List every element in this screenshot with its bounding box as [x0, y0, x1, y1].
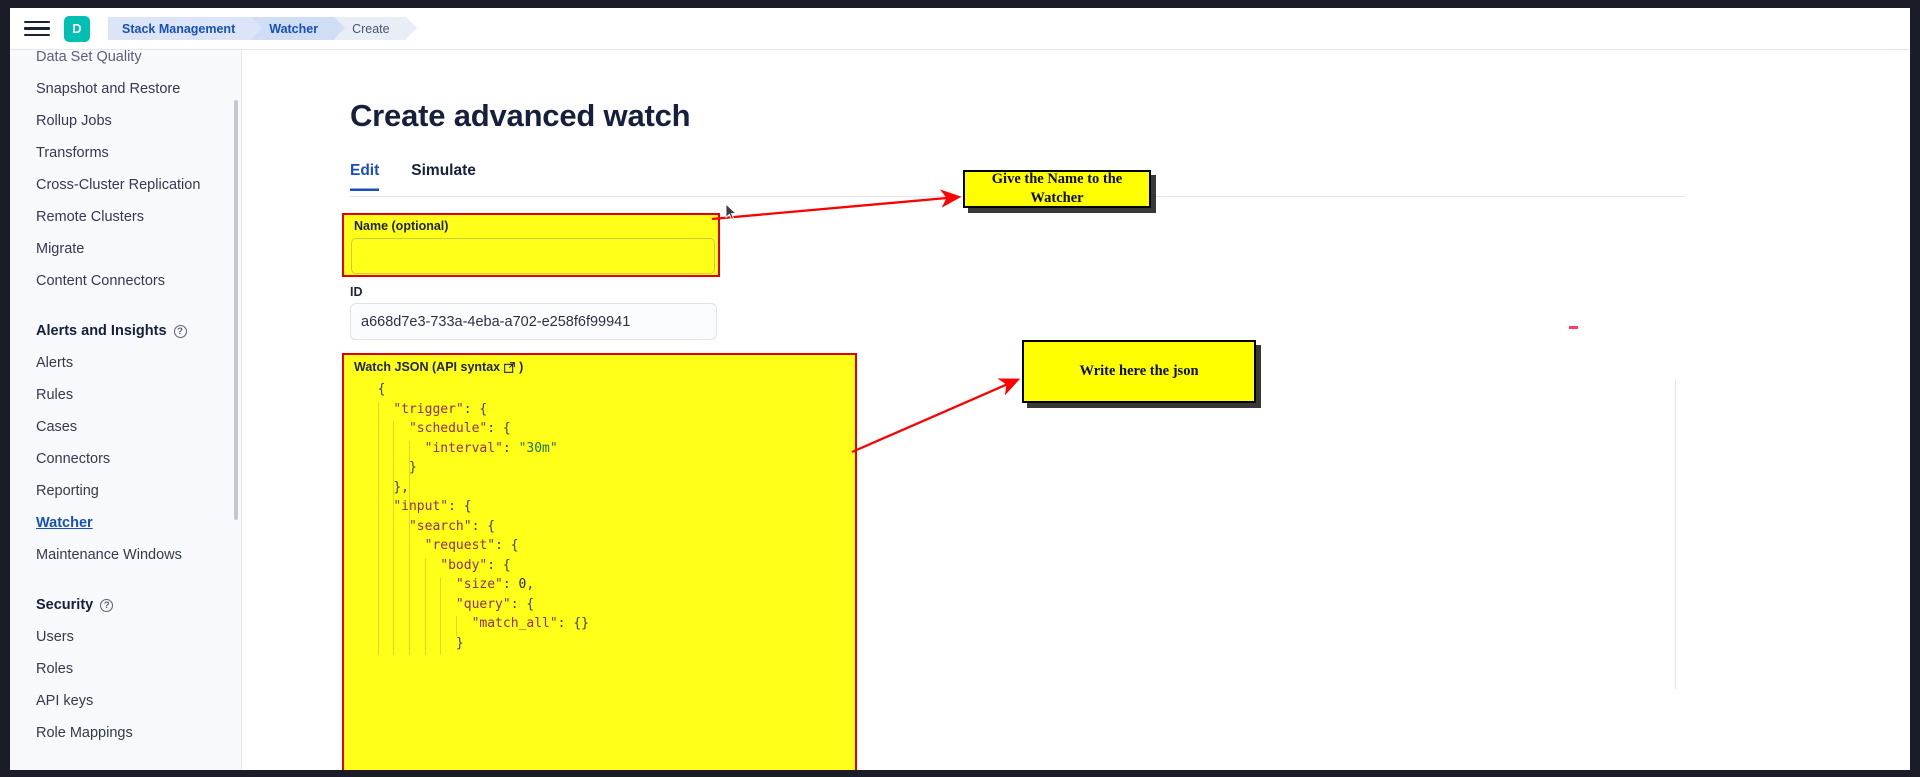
code-indent-guide	[408, 440, 410, 655]
code-line: "input": {	[393, 499, 472, 514]
mouse-cursor	[725, 203, 737, 220]
panel-edge	[1675, 380, 1676, 689]
sidebar-item-content-connectors[interactable]: Content Connectors	[36, 273, 165, 289]
main-content: Create advanced watch Edit Simulate Name…	[243, 50, 1910, 770]
sidebar-scrollbar[interactable]	[234, 100, 238, 520]
page-title: Create advanced watch	[350, 98, 691, 133]
sidebar-item-migrate[interactable]: Migrate	[36, 241, 85, 257]
id-input[interactable]: a668d7e3-733a-4eba-a702-e258f6f99941	[350, 303, 717, 340]
name-input[interactable]	[351, 238, 715, 274]
breadcrumb-item-create[interactable]: Create	[334, 17, 417, 40]
sidebar-section-alerts-and-insights: Alerts and Insights ?	[10, 297, 241, 347]
sidebar-item-remote-clusters[interactable]: Remote Clusters	[36, 209, 144, 225]
sidebar-item-watcher[interactable]: Watcher	[36, 515, 93, 531]
code-indent-guide	[440, 577, 442, 655]
question-circle-icon[interactable]: ?	[173, 324, 187, 338]
hamburger-menu-icon[interactable]	[24, 18, 50, 40]
sidebar-item-role-mappings[interactable]: Role Mappings	[36, 725, 133, 741]
code-line: "size": 0,	[455, 577, 535, 592]
tab-simulate[interactable]: Simulate	[411, 162, 476, 179]
question-circle-icon[interactable]: ?	[100, 598, 114, 612]
watch-json-group-highlight: Watch JSON (API syntax ) { "trigger": { …	[342, 353, 857, 770]
code-line: "schedule": {	[408, 421, 511, 436]
code-line: "trigger": {	[393, 401, 488, 417]
breadcrumb-item-stack-management[interactable]: Stack Management	[108, 17, 263, 40]
breadcrumb: Stack Management Watcher Create	[108, 17, 417, 40]
code-line: "request": {	[424, 538, 519, 553]
sidebar-item-rules[interactable]: Rules	[36, 387, 74, 403]
code-line: "match_all": {}	[471, 616, 589, 631]
code-indent-guide	[424, 557, 426, 655]
sidebar-item-snapshot-and-restore[interactable]: Snapshot and Restore	[36, 81, 181, 97]
sidebar-item-api-keys[interactable]: API keys	[36, 693, 94, 709]
code-indent-guide	[377, 401, 379, 655]
code-indent-guide	[393, 421, 395, 655]
external-link-icon[interactable]	[504, 361, 516, 373]
watch-json-label: Watch JSON (API syntax )	[344, 355, 855, 374]
browser-page: D Stack Management Watcher Create Data S…	[10, 8, 1910, 770]
sidebar-navigation: Data Set Quality Snapshot and Restore Ro…	[10, 50, 242, 770]
watch-json-label-text: Watch JSON (API syntax	[354, 360, 501, 374]
code-line: }	[455, 635, 464, 651]
code-indent-guide	[455, 616, 457, 636]
annotation-callout-json: Write here the json	[1022, 340, 1256, 403]
sidebar-item-transforms[interactable]: Transforms	[36, 145, 109, 161]
sidebar-item-reporting[interactable]: Reporting	[36, 483, 99, 499]
sidebar-item-data-set-quality[interactable]: Data Set Quality	[36, 50, 142, 65]
code-line: "interval": "30m"	[424, 440, 558, 456]
sidebar-item-users[interactable]: Users	[36, 629, 74, 645]
code-line: {	[377, 382, 386, 397]
sidebar-item-maintenance-windows[interactable]: Maintenance Windows	[36, 547, 182, 563]
sidebar-item-connectors[interactable]: Connectors	[36, 451, 111, 467]
name-field-label: Name (optional)	[354, 219, 449, 233]
sidebar-section-label: Alerts and Insights	[36, 323, 167, 339]
tab-edit[interactable]: Edit	[350, 162, 379, 191]
tab-divider	[350, 196, 1456, 197]
breadcrumb-item-watcher[interactable]: Watcher	[251, 17, 345, 40]
code-line: "body": {	[440, 557, 511, 573]
id-field-label: ID	[350, 285, 363, 299]
content-divider	[1456, 196, 1685, 197]
sidebar-item-cases[interactable]: Cases	[36, 419, 78, 435]
annotation-callout-name: Give the Name to the Watcher	[963, 170, 1151, 208]
watch-json-editor[interactable]: { "trigger": { "schedule": { "interval":…	[344, 380, 855, 655]
code-line: "search": {	[408, 518, 496, 534]
sidebar-section-label: Security	[36, 597, 94, 613]
code-line: "query": {	[455, 596, 535, 612]
scroll-indicator	[1569, 326, 1578, 329]
avatar[interactable]: D	[64, 15, 90, 42]
sidebar-item-roles[interactable]: Roles	[36, 661, 74, 677]
sidebar-section-security: Security ?	[10, 571, 241, 621]
sidebar-item-rollup-jobs[interactable]: Rollup Jobs	[36, 113, 112, 129]
sidebar-item-cross-cluster-replication[interactable]: Cross-Cluster Replication	[36, 177, 201, 193]
top-navigation-bar: D Stack Management Watcher Create	[10, 8, 1910, 50]
watch-json-label-paren: )	[519, 360, 524, 374]
code-line: }	[408, 460, 417, 475]
tab-list: Edit Simulate	[350, 162, 476, 191]
name-field-group-highlight: Name (optional)	[342, 213, 720, 277]
code-line: },	[393, 479, 409, 495]
sidebar-item-alerts[interactable]: Alerts	[36, 355, 74, 371]
